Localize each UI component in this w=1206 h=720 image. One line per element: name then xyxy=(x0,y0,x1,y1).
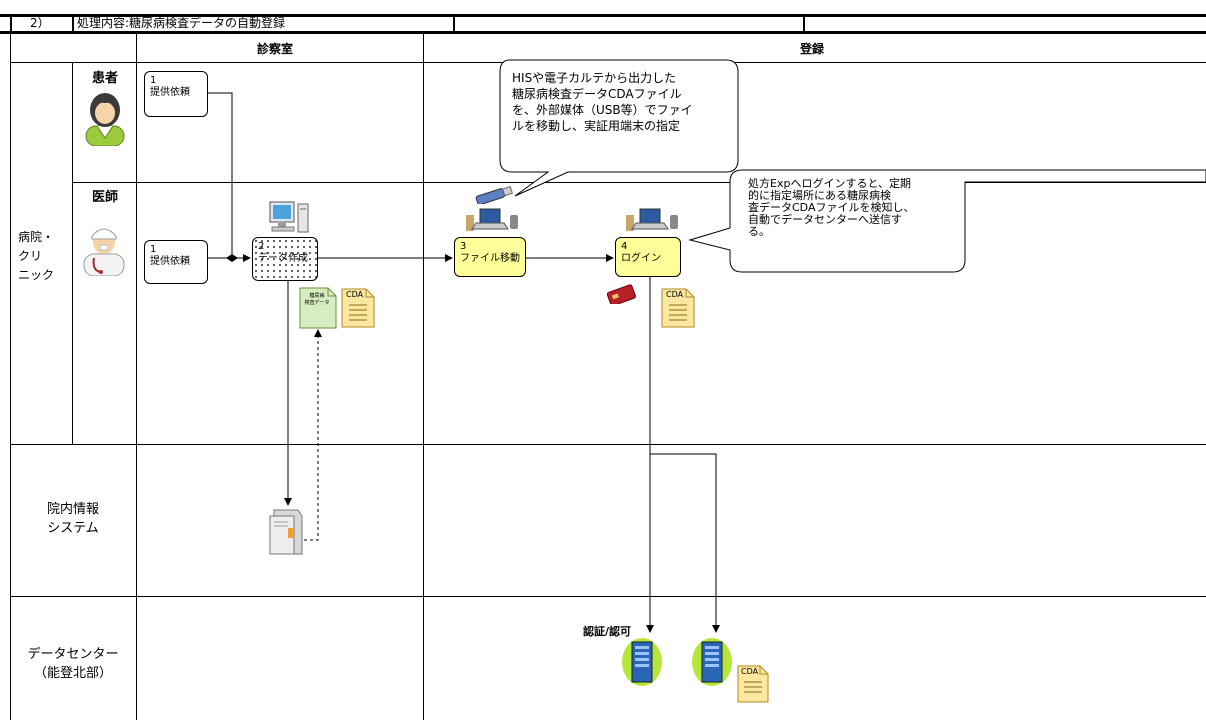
data-document-icon xyxy=(299,287,337,329)
desktop-pc-icon xyxy=(269,201,309,233)
server-icon xyxy=(269,509,303,555)
lane-label-patient: 患者 xyxy=(92,71,119,86)
lane-label-his: 院内情報 システム xyxy=(46,502,99,536)
lane-label-doctor: 医師 xyxy=(92,190,119,205)
lane-label-datacenter: データセンター （能登北部） xyxy=(27,647,119,681)
process-1-doctor[interactable]: 1 提供依頼 xyxy=(144,240,208,284)
patient-icon xyxy=(85,93,125,146)
cda-document-icon xyxy=(661,288,695,328)
cda-document-icon xyxy=(737,665,769,703)
datacenter-server-icon xyxy=(692,638,732,686)
doctor-icon xyxy=(83,228,125,276)
callout-usb: HISや電子カルテから出力した 糖尿病検査データCDAファイル を、外部媒体（U… xyxy=(512,71,693,133)
datacenter-server-icon xyxy=(622,638,662,686)
cda-document-icon xyxy=(341,288,375,328)
header-number: 2） xyxy=(30,16,50,30)
cda-label: CDA xyxy=(741,667,759,676)
cda-label: CDA xyxy=(666,290,684,299)
column-header-touroku: 登録 xyxy=(800,42,825,56)
callout-login: 処方Expへログインすると、定期 的に指定場所にある糖尿病検 査データCDAファ… xyxy=(748,177,915,238)
lane-label-clinic: 病院・ クリ ニック xyxy=(18,230,55,282)
process-1-patient[interactable]: 1 提供依頼 xyxy=(144,71,208,117)
process-3-file-move[interactable]: 3 ファイル移動 xyxy=(454,237,526,277)
cda-label: CDA xyxy=(346,290,364,299)
header-title: 処理内容:糖尿病検査データの自動登録 xyxy=(77,16,286,30)
auth-label: 認証/認可 xyxy=(583,625,632,638)
usb-stick-icon xyxy=(475,186,513,204)
laptop-icon xyxy=(466,208,518,231)
laptop-icon xyxy=(626,208,678,231)
ic-card-icon xyxy=(606,284,636,304)
process-2-data-creation[interactable]: 2 データ作成 xyxy=(252,237,318,281)
process-4-login[interactable]: 4 ログイン xyxy=(615,237,681,277)
header-bar: 2） 処理内容:糖尿病検査データの自動登録 xyxy=(0,14,1206,34)
data-document-label: 糖尿病 検査データ xyxy=(304,293,330,306)
column-header-shinsatsu: 診察室 xyxy=(257,42,294,56)
